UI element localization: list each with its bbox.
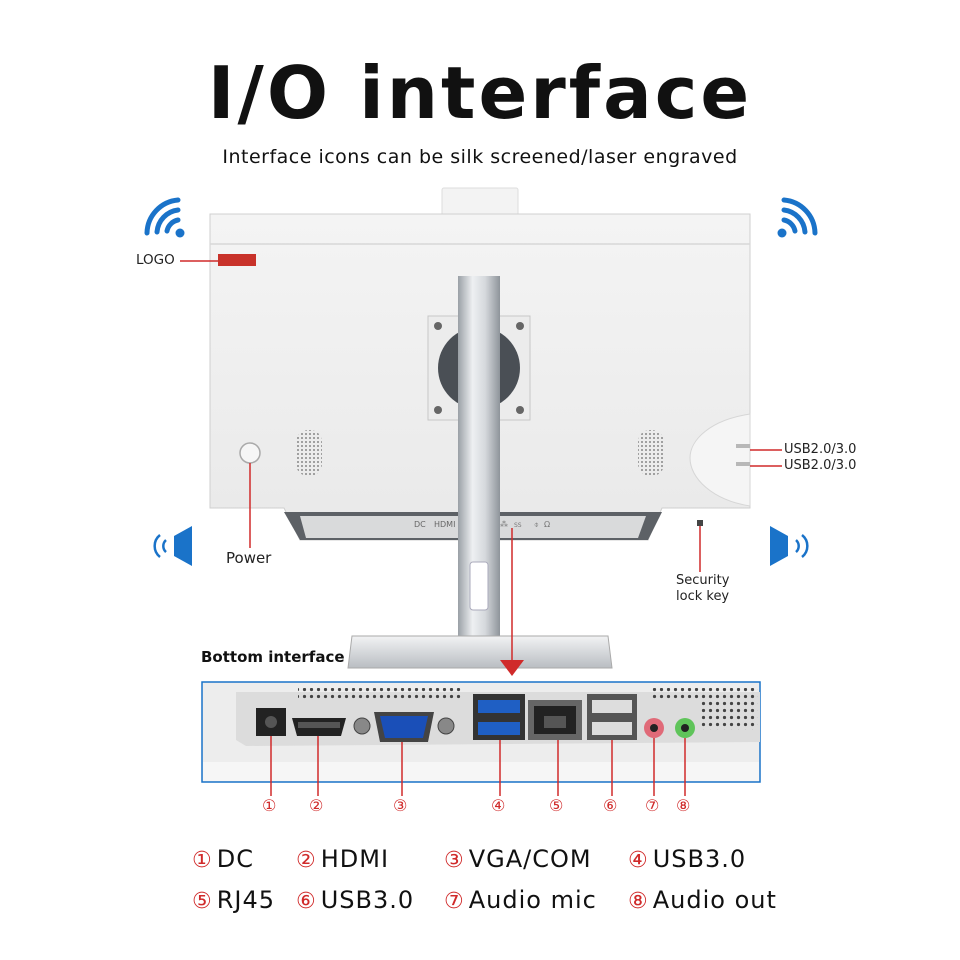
svg-text:Ω: Ω [544,520,550,529]
legend-label: Audio out [652,886,777,914]
legend-number: ② [296,848,317,873]
legend-number: ⑦ [444,889,465,914]
legend-label: USB3.0 [320,886,415,914]
legend-number: ⑥ [296,889,317,914]
port-number: ⑦ [645,796,660,815]
legend-number: ④ [628,848,649,873]
speaker-grill-left [296,430,322,476]
svg-text:⁂: ⁂ [500,519,508,529]
side-usb-bulge [689,413,751,507]
page-title: I/O interface [207,51,753,135]
page-subtitle: Interface icons can be silk screened/las… [222,146,738,168]
legend-number: ③ [444,848,465,873]
port-number: ⑤ [549,796,564,815]
security-lock-slot [697,520,703,526]
wifi-icon [777,197,818,238]
security-label-line2: lock key [676,589,730,604]
webcam-module [441,187,519,217]
legend-label: Audio mic [468,886,597,914]
legend-number: ⑤ [192,889,213,914]
bottom-interface-title: Bottom interface [201,648,345,666]
svg-text:⌽: ⌽ [534,520,539,529]
port-number: ① [262,796,277,815]
speaker-grill-right [638,430,664,476]
legend-label: RJ45 [216,886,276,914]
legend-label: USB3.0 [652,845,747,873]
rear-label-hdmi: HDMI [434,520,456,529]
logo-label: LOGO [136,252,175,268]
legend-label: VGA/COM [468,845,592,873]
port-number: ③ [393,796,408,815]
power-button [239,442,261,464]
legend-label: DC [216,845,254,873]
speaker-icon [153,526,192,566]
legend-number: ⑧ [628,889,649,914]
cable-hole [469,561,489,611]
port-number: ⑥ [603,796,618,815]
bottom-interface-panel [201,681,761,783]
usb-side-label-2: USB2.0/3.0 [784,458,857,473]
wifi-icon [144,197,185,238]
port-number: ④ [491,796,506,815]
security-label-line1: Security [676,573,730,588]
power-label: Power [226,549,272,567]
speaker-icon [770,526,809,566]
port-number: ② [309,796,324,815]
port-number: ⑧ [676,796,691,815]
svg-text:SS: SS [514,522,522,529]
stand-base [347,635,613,669]
legend-number: ① [192,848,213,873]
logo-plate [218,254,256,266]
usb-side-label-1: USB2.0/3.0 [784,442,857,457]
legend-label: HDMI [320,845,390,873]
rear-label-dc: DC [414,520,426,529]
